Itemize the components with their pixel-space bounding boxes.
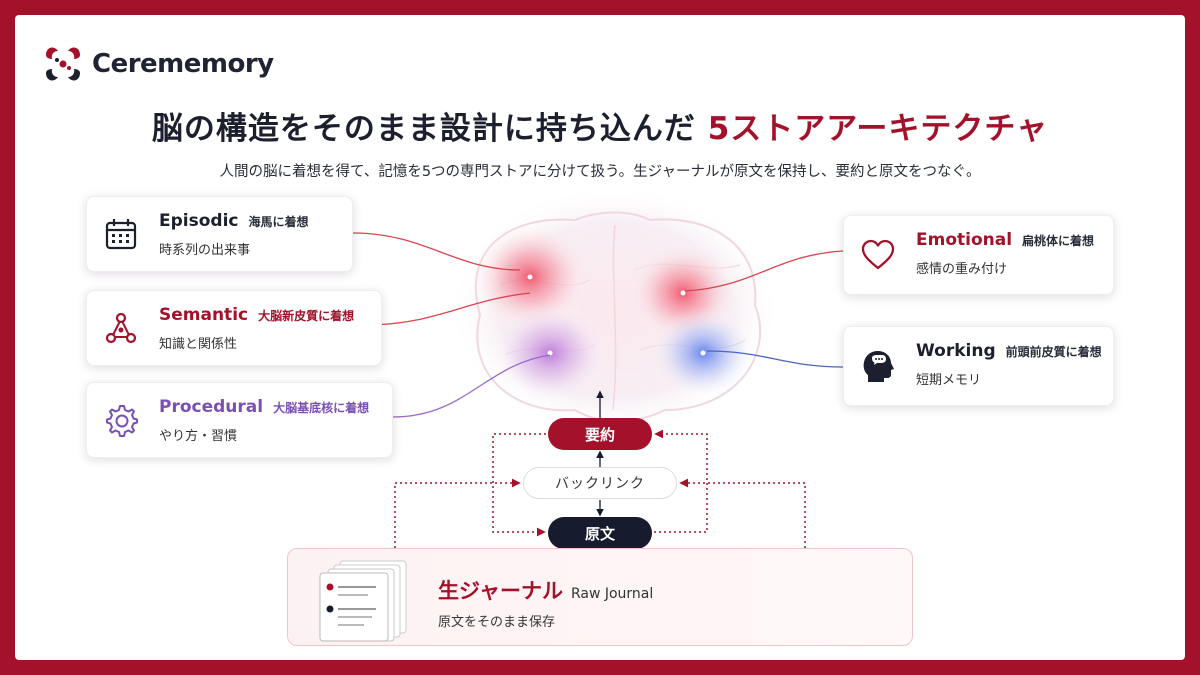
cerememory-logo-icon (46, 47, 80, 81)
heart-icon (861, 239, 895, 270)
journal-desc: 原文をそのまま保存 (438, 615, 556, 630)
title-main: 脳の構造をそのまま設計に持ち込んだ (151, 111, 696, 147)
slide: Cerememory 脳の構造をそのまま設計に持ち込んだ 5ストアアーキテクチャ… (15, 15, 1185, 660)
dotted-loop-left-outer (394, 478, 521, 548)
connector-emotional (684, 250, 844, 292)
store-desc: 知識と関係性 (159, 337, 238, 352)
store-desc: やり方・習慣 (159, 429, 238, 444)
page-title: 脳の構造をそのまま設計に持ち込んだ 5ストアアーキテクチャ (15, 103, 1185, 148)
connector-semantic (364, 292, 531, 326)
title-accent: 5ストアアーキテクチャ (707, 111, 1049, 147)
head-thought-icon (863, 351, 894, 382)
brain-diagram (352, 185, 844, 548)
brand-logo: Cerememory (40, 41, 274, 87)
graph-nodes-icon (105, 312, 137, 344)
gear-icon (106, 405, 138, 437)
connector-procedural (392, 354, 551, 418)
store-desc: 時系列の出来事 (159, 243, 251, 258)
connector-working (706, 350, 844, 368)
page-subtitle: 人間の脳に着想を得て、記憶を5つの専門ストアに分けて扱う。生ジャーナルが原文を保… (219, 164, 981, 180)
backlink-node: バックリンク (523, 467, 677, 499)
summary-node: 要約 (548, 418, 652, 450)
brain-shape (450, 185, 780, 435)
brand-name: Cerememory (92, 49, 274, 79)
dotted-loop-left-inner (492, 433, 546, 537)
connector-episodic (352, 232, 521, 271)
calendar-icon (105, 219, 137, 250)
original-text-node: 原文 (548, 517, 652, 549)
dotted-loop-right-inner (654, 429, 708, 533)
document-stack-icon (319, 560, 407, 642)
store-desc: 感情の重み付け (916, 262, 1008, 277)
dotted-loop-right-outer (679, 478, 806, 548)
store-desc: 短期メモリ (916, 373, 982, 388)
